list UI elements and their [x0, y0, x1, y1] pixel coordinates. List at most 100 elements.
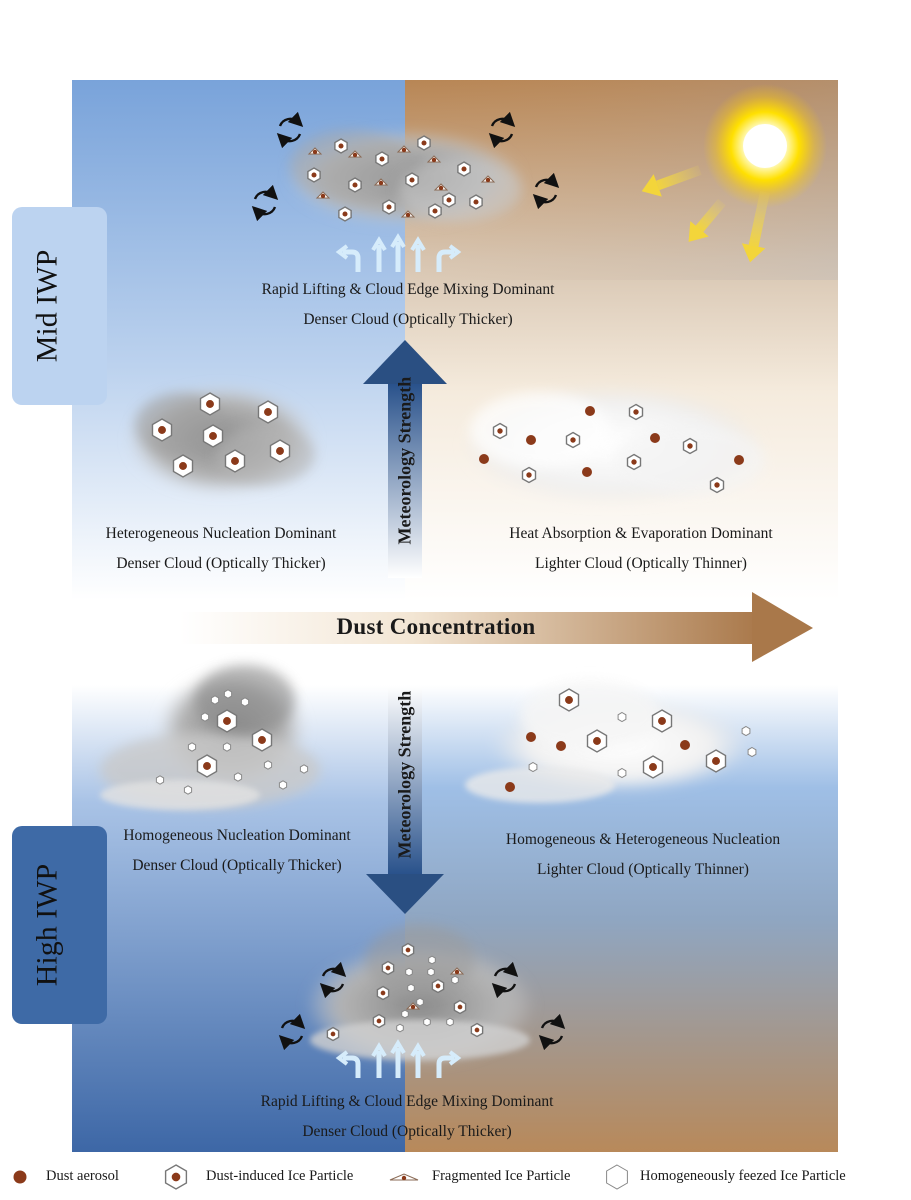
fragmented-ice-particle	[389, 1173, 419, 1181]
homogeneous-ice-particle	[423, 1017, 431, 1027]
dust-aerosol-particle	[526, 732, 536, 742]
dust-induced-ice-particle	[492, 422, 508, 440]
dust-induced-ice-particle	[709, 476, 725, 494]
legend-label-fragmented-ice: Fragmented Ice Particle	[432, 1168, 571, 1184]
high-right-cloud	[465, 680, 750, 803]
dust-induced-ice-particle	[405, 172, 419, 188]
dust-aerosol-particle	[582, 467, 592, 477]
cloud-rotation-icons-high	[278, 961, 566, 1051]
dust-aerosol-particle	[650, 433, 660, 443]
legend-icons	[13, 1164, 628, 1190]
dust-induced-ice-particle	[586, 729, 608, 753]
dust-aerosol-particle	[505, 782, 515, 792]
dust-induced-ice-particle	[469, 194, 483, 210]
high-iwp-label: High IWP	[30, 863, 63, 987]
updraft-arrows-high	[335, 1039, 462, 1078]
fragmented-ice-particle	[480, 175, 496, 183]
fragmented-ice-particle	[396, 145, 412, 153]
homogeneous-ice-particle	[278, 780, 288, 790]
high-left-label-1: Homogeneous Nucleation Dominant	[123, 827, 351, 844]
homogeneous-ice-particle	[222, 742, 232, 752]
dust-induced-ice-particle	[682, 437, 698, 455]
high-iwp-tab	[12, 826, 107, 1024]
fragmented-ice-particle	[373, 178, 389, 186]
mid-right-cloud	[462, 385, 765, 505]
high-bottom-label-2: Denser Cloud (Optically Thicker)	[302, 1123, 512, 1140]
legend-label-dust-aerosol: Dust aerosol	[46, 1168, 119, 1184]
homogeneous-ice-particle	[416, 997, 424, 1007]
high-right-label-2: Lighter Cloud (Optically Thinner)	[537, 861, 749, 878]
homogeneous-ice-particle	[200, 712, 210, 722]
dust-induced-ice-particle	[628, 403, 644, 421]
fragmented-ice-particle	[449, 967, 465, 975]
fragmented-ice-particle	[426, 155, 442, 163]
dust-induced-ice-particle	[375, 151, 389, 167]
mid-top-label-2: Denser Cloud (Optically Thicker)	[303, 311, 513, 328]
dust-induced-ice-particle	[372, 1013, 386, 1029]
dust-aerosol-particle	[556, 741, 566, 751]
dust-induced-ice-particle	[376, 985, 390, 1001]
dust-induced-ice-particle	[202, 424, 224, 448]
dust-aerosol-particle	[680, 740, 690, 750]
dust-induced-ice-particle	[172, 454, 194, 478]
dust-induced-ice-particle	[651, 709, 673, 733]
dust-aerosol-particle	[479, 454, 489, 464]
dust-induced-ice-particle	[428, 203, 442, 219]
homogeneous-ice-particle	[405, 967, 413, 977]
homogeneous-ice-particle	[446, 1017, 454, 1027]
dust-induced-ice-particle	[470, 1022, 484, 1038]
mid-right-label-1: Heat Absorption & Evaporation Dominant	[509, 525, 773, 542]
homogeneous-ice-particle	[747, 746, 757, 758]
homogeneous-ice-particle	[741, 725, 751, 737]
dust-induced-ice-particle	[381, 960, 395, 976]
mid-right-label-2: Lighter Cloud (Optically Thinner)	[535, 555, 747, 572]
homogeneous-ice-particle	[401, 1009, 409, 1019]
cloud-rotation-icons-mid	[251, 111, 560, 222]
dust-aerosol-particle	[13, 1170, 27, 1184]
homogeneous-ice-particle	[210, 695, 220, 705]
homogeneous-ice-particle	[617, 711, 627, 723]
mid-left-label-1: Heterogeneous Nucleation Dominant	[105, 525, 337, 542]
dust-induced-ice-particle	[164, 1164, 188, 1190]
meteorology-label-high: Meteorology Strength	[394, 690, 415, 859]
legend-label-dust-induced-ice: Dust-induced Ice Particle	[206, 1168, 354, 1184]
meteorology-arrow-down	[366, 686, 444, 914]
high-right-label-1: Homogeneous & Heterogeneous Nucleation	[505, 831, 781, 848]
homogeneous-ice-particle	[233, 772, 243, 782]
dust-concentration-arrow	[180, 592, 813, 662]
homogeneous-ice-particle	[427, 967, 435, 977]
dust-induced-ice-particle	[269, 439, 291, 463]
meteorology-arrow-up	[363, 340, 447, 578]
dust-aerosol-particle	[585, 406, 595, 416]
homogeneous-ice-particle	[223, 689, 233, 699]
dust-induced-ice-particle	[338, 206, 352, 222]
homogeneous-ice-particle	[451, 975, 459, 985]
homogeneous-ice-particle	[528, 761, 538, 773]
legend-label-homogeneous-ice: Homogeneously feezed Ice Particle	[640, 1168, 846, 1184]
dust-aerosol-particle	[734, 455, 744, 465]
dust-induced-ice-particle	[521, 466, 537, 484]
homogeneous-ice-particle	[407, 983, 415, 993]
dust-induced-ice-particle	[558, 688, 580, 712]
dust-induced-ice-particle	[457, 161, 471, 177]
dust-induced-ice-particle	[199, 392, 221, 416]
dust-induced-ice-particle	[151, 418, 173, 442]
homogeneous-ice-particle	[183, 785, 193, 795]
dust-induced-ice-particle	[196, 754, 218, 778]
fragmented-ice-particle	[405, 1002, 421, 1010]
sun-icon	[703, 84, 827, 208]
mid-top-label-1: Rapid Lifting & Cloud Edge Mixing Domina…	[261, 281, 555, 298]
dust-induced-ice-particle	[626, 453, 642, 471]
meteorology-label-mid: Meteorology Strength	[394, 376, 415, 545]
dust-induced-ice-particle	[216, 709, 238, 733]
mid-iwp-tab	[12, 207, 107, 405]
dust-concentration-label: Dust Concentration	[336, 614, 536, 639]
dust-induced-ice-particle	[326, 1026, 340, 1042]
dust-induced-ice-particle	[224, 449, 246, 473]
dust-induced-ice-particle	[442, 192, 456, 208]
homogeneous-ice-particle	[240, 697, 250, 707]
dust-induced-ice-particle	[348, 177, 362, 193]
fragmented-ice-particle	[400, 210, 416, 218]
homogeneous-ice-particle	[396, 1023, 404, 1033]
